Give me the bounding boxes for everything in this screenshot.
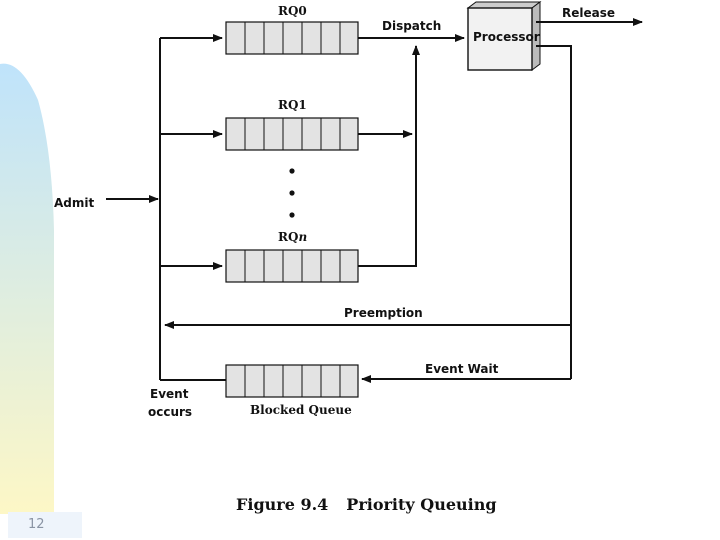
event-wait-label: Event Wait [425, 362, 499, 376]
processor-feedback-line [536, 45, 572, 379]
dispatch-label: Dispatch [382, 19, 441, 33]
ellipsis-dot [289, 212, 295, 218]
processor-label: Processor [473, 30, 540, 44]
side-gradient-bar [0, 63, 54, 515]
queue-blocked [225, 364, 359, 398]
queue-rq1 [225, 117, 359, 151]
queue-label-rq1: RQ1 [278, 98, 307, 112]
slide-number-panel [8, 512, 82, 538]
queue-rqn [225, 249, 359, 283]
queue-label-rq0: RQ0 [278, 4, 307, 18]
admit-label: Admit [54, 196, 94, 210]
queue-label-rqn: RQn [278, 230, 307, 244]
event-occurs-label: Event [150, 387, 189, 401]
processor-box [466, 1, 542, 71]
slide-number: 12 [28, 517, 45, 532]
queue-rq0 [225, 21, 359, 55]
preemption-label: Preemption [344, 306, 423, 320]
ellipsis-dot [289, 190, 295, 196]
release-label: Release [562, 6, 615, 20]
blocked-queue-label: Blocked Queue [250, 403, 352, 417]
ellipsis-dot [289, 168, 295, 174]
event-occurs-label: occurs [148, 405, 192, 419]
rqn-output-line [358, 134, 417, 267]
